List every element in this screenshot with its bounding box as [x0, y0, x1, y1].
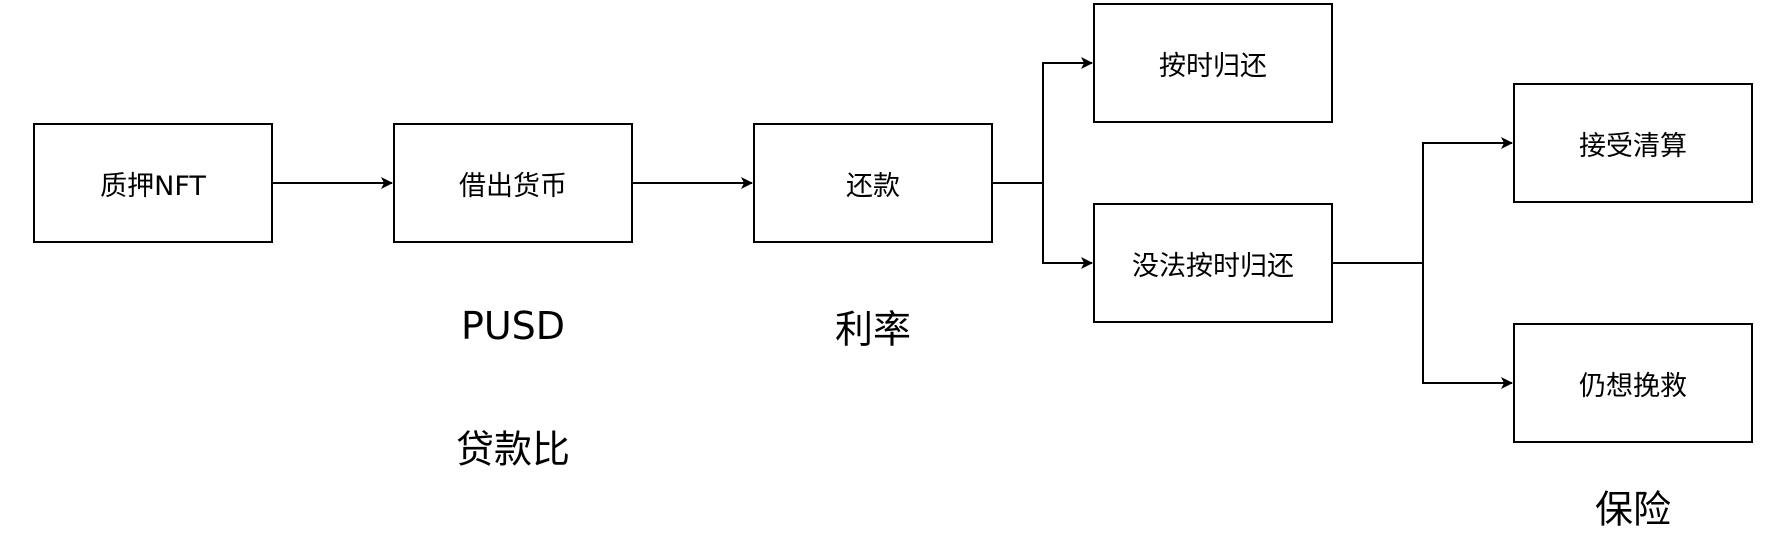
- annotation-interest-rate: 利率: [834, 307, 912, 352]
- edge-notontime-rescue: [1422, 263, 1513, 389]
- node-label: 接受清算: [1579, 130, 1687, 162]
- node-on-time: 按时归还: [1093, 3, 1333, 123]
- node-label: 借出货币: [459, 170, 567, 202]
- annotation-pusd: PUSD: [460, 304, 566, 348]
- edge-repay-on-time: [1042, 57, 1093, 183]
- edge-notontime-liquidation: [1422, 137, 1513, 263]
- annotation-insurance: 保险: [1594, 487, 1672, 532]
- node-label: 按时归还: [1159, 50, 1267, 82]
- node-label: 质押NFT: [100, 170, 206, 202]
- node-collateral-nft: 质押NFT: [33, 123, 273, 243]
- annotation-loan-ratio: 贷款比: [455, 427, 571, 472]
- node-label: 没法按时归还: [1132, 250, 1294, 282]
- node-repay: 还款: [753, 123, 993, 243]
- node-label: 仍想挽救: [1579, 370, 1687, 402]
- edge-repay-not-on-time: [1042, 183, 1093, 269]
- node-borrow-currency: 借出货币: [393, 123, 633, 243]
- node-label: 还款: [846, 170, 900, 202]
- node-not-on-time: 没法按时归还: [1093, 203, 1333, 323]
- node-still-rescue: 仍想挽救: [1513, 323, 1753, 443]
- node-accept-liquidation: 接受清算: [1513, 83, 1753, 203]
